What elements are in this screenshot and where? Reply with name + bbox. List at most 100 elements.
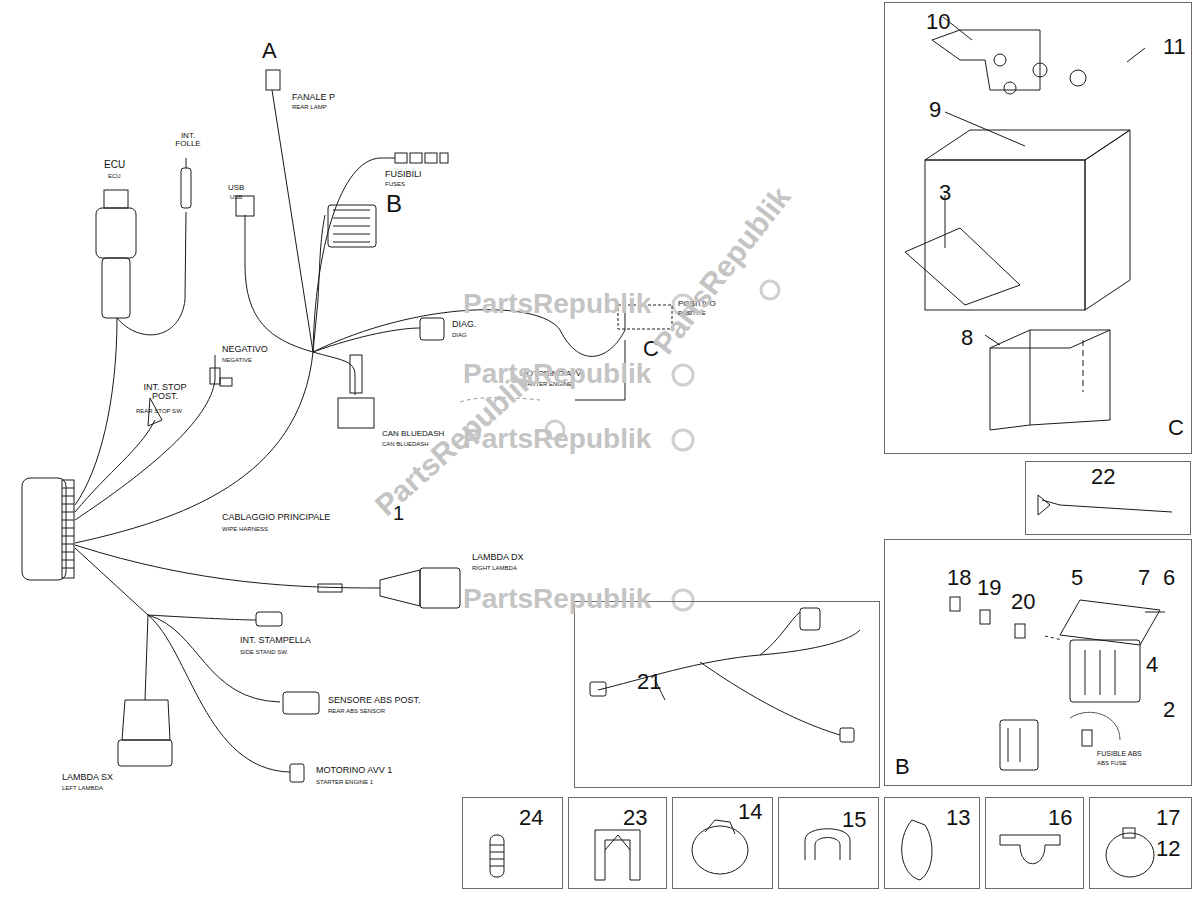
part-label: SIDE STAND SW. xyxy=(240,649,288,655)
drawing-path xyxy=(925,130,1130,160)
drawing-path xyxy=(245,215,313,352)
drawing-rect xyxy=(181,168,191,208)
drawing-path xyxy=(75,318,117,505)
drawing-rect xyxy=(318,584,342,592)
group-panel: 21 xyxy=(574,601,880,788)
group-letter: B xyxy=(895,756,910,778)
drawing-circle xyxy=(761,281,779,299)
part-box: 23 xyxy=(568,797,667,889)
part-label: STARTER ENGINE 1 xyxy=(316,779,373,785)
drawing-rect xyxy=(350,355,362,393)
drawing-path xyxy=(945,112,1025,146)
drawing-path xyxy=(333,210,370,242)
drawing-rect xyxy=(22,478,66,580)
part-box: 1712 xyxy=(1089,797,1192,889)
drawing-rect xyxy=(256,612,282,626)
part-label: INT. STAMPELLA xyxy=(240,636,311,645)
part-label: NEGATIVO xyxy=(222,345,268,354)
drawing-path xyxy=(990,330,1030,430)
drawing-path xyxy=(75,355,215,520)
callout-number: 3 xyxy=(939,182,951,204)
drawing-path xyxy=(905,228,1020,305)
callout-number: 19 xyxy=(977,577,1001,599)
group-panel: 18192057642FUSIBLE ABSABS FUSEB xyxy=(884,539,1192,786)
drawing-rect xyxy=(283,692,319,714)
drawing-rect xyxy=(840,728,854,742)
drawing-rect xyxy=(440,153,448,163)
drawing-path xyxy=(1038,495,1050,515)
drawing-path xyxy=(1042,500,1172,512)
drawing-path xyxy=(760,612,800,655)
drawing-rect xyxy=(1000,720,1038,770)
drawing-path xyxy=(1045,636,1062,640)
drawing-rect xyxy=(210,368,220,384)
callout-number: 12 xyxy=(1156,838,1180,860)
drawing-path xyxy=(148,615,280,702)
part-box: 13 xyxy=(884,797,980,889)
part-label: SENSORE ABS POST. xyxy=(328,696,421,705)
drawing-path xyxy=(1085,130,1130,310)
drawing-rect xyxy=(395,153,407,163)
part-label: DIAG xyxy=(452,332,467,338)
drawing-path xyxy=(122,700,170,740)
callout-number: 9 xyxy=(929,99,941,121)
drawing-rect xyxy=(490,835,504,877)
part-label: ECU xyxy=(104,160,125,170)
part-note: ABS FUSE xyxy=(1097,760,1127,766)
drawing-path xyxy=(313,215,325,352)
part-label: REAR ABS SENSOR xyxy=(328,708,385,714)
part-label: REAR STOP SW xyxy=(136,408,182,414)
part-label: FUSIBILI xyxy=(385,170,422,179)
callout-number: 6 xyxy=(1163,567,1175,589)
drawing-rect xyxy=(950,597,960,611)
group-panel: 1011938C xyxy=(884,2,1192,454)
drawing-path xyxy=(805,829,850,860)
drawing-path xyxy=(145,615,148,700)
drawing-rect xyxy=(800,608,820,630)
callout-number: 2 xyxy=(1163,699,1175,721)
callout-number: 21 xyxy=(637,671,661,693)
drawing-rect xyxy=(1070,640,1140,702)
drawing-rect xyxy=(266,70,280,90)
callout-number: 4 xyxy=(1146,654,1158,676)
drawing-rect xyxy=(290,764,304,782)
part-label: REAR LAMP xyxy=(292,104,327,110)
drawing-rect xyxy=(96,208,136,258)
part-label: LEFT LAMBDA xyxy=(62,785,103,791)
callout-number: 16 xyxy=(1048,807,1072,829)
part-label: INT. STOP POST. xyxy=(136,383,194,401)
callout-number: 17 xyxy=(1156,807,1180,829)
drawing-path xyxy=(700,662,840,735)
drawing-rect xyxy=(980,610,990,624)
callout-number: 18 xyxy=(947,567,971,589)
drawing-path xyxy=(1008,728,1020,762)
drawing-rect xyxy=(925,160,1085,310)
watermark: PartsRepublik xyxy=(463,290,651,318)
drawing-path xyxy=(595,830,640,880)
drawing-path xyxy=(902,820,932,880)
part-label: DIAG. xyxy=(452,320,477,329)
drawing-path xyxy=(605,835,630,850)
part-label: LAMBDA SX xyxy=(62,773,113,782)
callout-number: 7 xyxy=(1138,567,1150,589)
drawing-path xyxy=(1060,600,1160,645)
drawing-path xyxy=(148,615,256,620)
part-label: NEGATIVE xyxy=(222,357,252,363)
drawing-rect xyxy=(338,398,374,428)
drawing-rect xyxy=(1123,828,1135,838)
drawing-circle xyxy=(1004,82,1016,94)
drawing-path xyxy=(75,545,380,588)
drawing-rect xyxy=(62,480,74,578)
drawing-path xyxy=(313,352,355,395)
drawing-circle xyxy=(673,430,693,450)
part-label: ECU xyxy=(108,173,121,179)
callout-number: 13 xyxy=(946,807,970,829)
drawing-rect xyxy=(420,568,460,608)
drawing-path xyxy=(75,548,148,615)
part-note: FUSIBLE ABS xyxy=(1097,750,1142,757)
part-box: 24 xyxy=(462,797,563,889)
drawing-path xyxy=(1083,340,1084,392)
callout-number: 15 xyxy=(842,809,866,831)
drawing-rect xyxy=(425,153,437,163)
part-label: FANALE P xyxy=(292,93,335,102)
